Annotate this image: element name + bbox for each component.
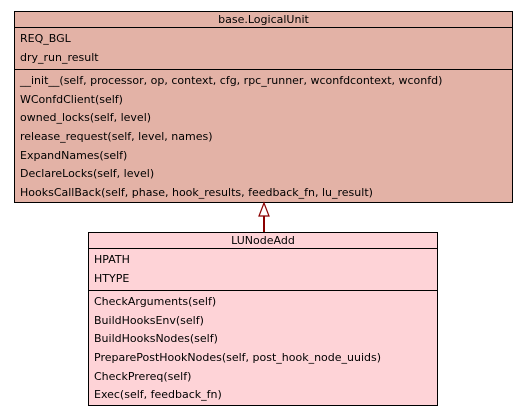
base-attr-dry-run-result: dry_run_result	[20, 50, 99, 64]
base-method-hookscallback: HooksCallBack(self, phase, hook_results,…	[20, 185, 373, 199]
sub-method-checkarguments: CheckArguments(self)	[94, 295, 217, 309]
base-class-attributes: REQ_BGL dry_run_result	[15, 28, 512, 71]
subclass-methods: CheckArguments(self) BuildHooksEnv(self)…	[89, 291, 437, 407]
sub-method-exec: Exec(self, feedback_fn)	[94, 388, 222, 402]
sub-attr-hpath: HPATH	[94, 253, 130, 266]
base-method-release-request: release_request(self, level, names)	[20, 129, 213, 143]
base-class-name: base.LogicalUnit	[15, 12, 512, 28]
base-method-owned-locks: owned_locks(self, level)	[20, 111, 152, 125]
base-method-declarelocks: DeclareLocks(self, level)	[20, 167, 155, 181]
base-class-methods: __init__(self, processor, op, context, c…	[15, 70, 512, 204]
base-attr-req-bgl: REQ_BGL	[20, 32, 71, 45]
base-method-init: __init__(self, processor, op, context, c…	[20, 74, 443, 88]
base-method-expandnames: ExpandNames(self)	[20, 148, 128, 162]
base-method-wconfdclient: WConfdClient(self)	[20, 92, 123, 106]
sub-method-preparereposthooknodes: PreparePostHookNodes(self, post_hook_nod…	[94, 350, 382, 364]
subclass-box: LUNodeAdd HPATH HTYPE CheckArguments(sel…	[88, 232, 438, 406]
sub-attr-htype: HTYPE	[94, 271, 130, 285]
sub-method-checkprereq: CheckPrereq(self)	[94, 369, 192, 383]
base-class-box: base.LogicalUnit REQ_BGL dry_run_result …	[14, 11, 513, 203]
sub-method-buildhooksnodes: BuildHooksNodes(self)	[94, 332, 218, 346]
subclass-name: LUNodeAdd	[89, 233, 437, 249]
sub-method-buildhooksenv: BuildHooksEnv(self)	[94, 313, 204, 327]
inheritance-arrowhead	[258, 201, 270, 217]
subclass-attributes: HPATH HTYPE	[89, 249, 437, 292]
